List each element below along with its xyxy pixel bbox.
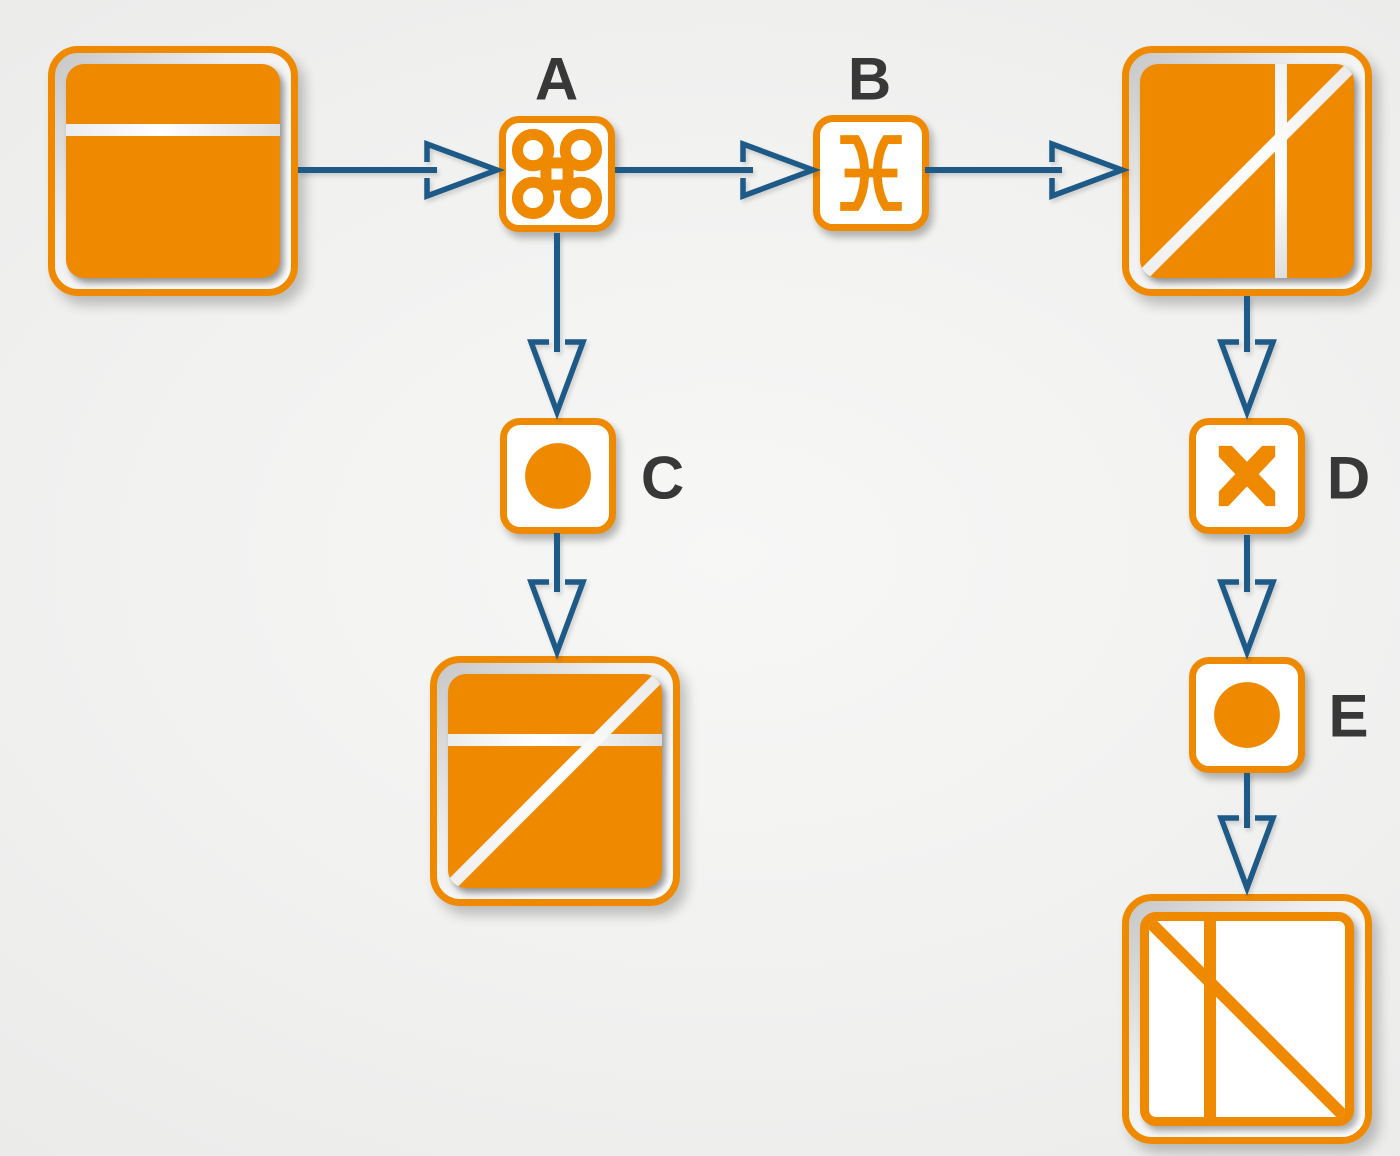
orange-fill bbox=[448, 674, 662, 888]
state-square-top-left bbox=[48, 46, 298, 296]
orange-fill bbox=[1140, 64, 1354, 278]
step-label-b: B bbox=[847, 45, 893, 113]
pisces-icon bbox=[840, 135, 902, 211]
horizontal-stripe bbox=[66, 123, 280, 136]
state-square-bottom-middle bbox=[430, 656, 680, 906]
arrow-a-to-c bbox=[527, 233, 587, 420]
white-fill-orange-outline bbox=[1140, 912, 1354, 1126]
cross-icon bbox=[1218, 445, 1276, 507]
filled-circle-icon bbox=[1214, 682, 1280, 748]
arrow-c-to-bottom-middle bbox=[527, 533, 587, 660]
operator-box-e bbox=[1189, 657, 1305, 773]
filled-circle-icon bbox=[525, 443, 591, 509]
operator-box-d bbox=[1189, 418, 1305, 534]
arrow-a-to-b bbox=[615, 140, 821, 200]
diagonal-stripe bbox=[1140, 64, 1354, 278]
state-square-bottom-right bbox=[1122, 894, 1372, 1144]
step-label-a: A bbox=[534, 45, 580, 113]
diagonal-stripe bbox=[448, 674, 662, 888]
horizontal-stripe bbox=[448, 733, 662, 746]
vertical-line bbox=[1203, 921, 1216, 1117]
arrow-e-to-bottom-right bbox=[1217, 773, 1277, 896]
operator-box-b bbox=[813, 115, 929, 231]
step-label-d: D bbox=[1326, 444, 1372, 512]
operator-box-c bbox=[500, 418, 616, 534]
arrow-b-to-top-right bbox=[925, 140, 1130, 200]
arrow-source-to-a bbox=[298, 140, 505, 200]
state-square-top-right bbox=[1122, 46, 1372, 296]
arrow-top-right-to-d bbox=[1217, 296, 1277, 420]
vertical-stripe bbox=[1274, 64, 1287, 278]
arrow-d-to-e bbox=[1217, 535, 1277, 660]
step-label-e: E bbox=[1328, 682, 1370, 750]
step-label-c: C bbox=[640, 444, 686, 512]
command-icon bbox=[511, 128, 603, 220]
operator-box-a bbox=[499, 116, 615, 232]
diagonal-line bbox=[1149, 921, 1345, 1117]
orange-fill bbox=[66, 64, 280, 278]
